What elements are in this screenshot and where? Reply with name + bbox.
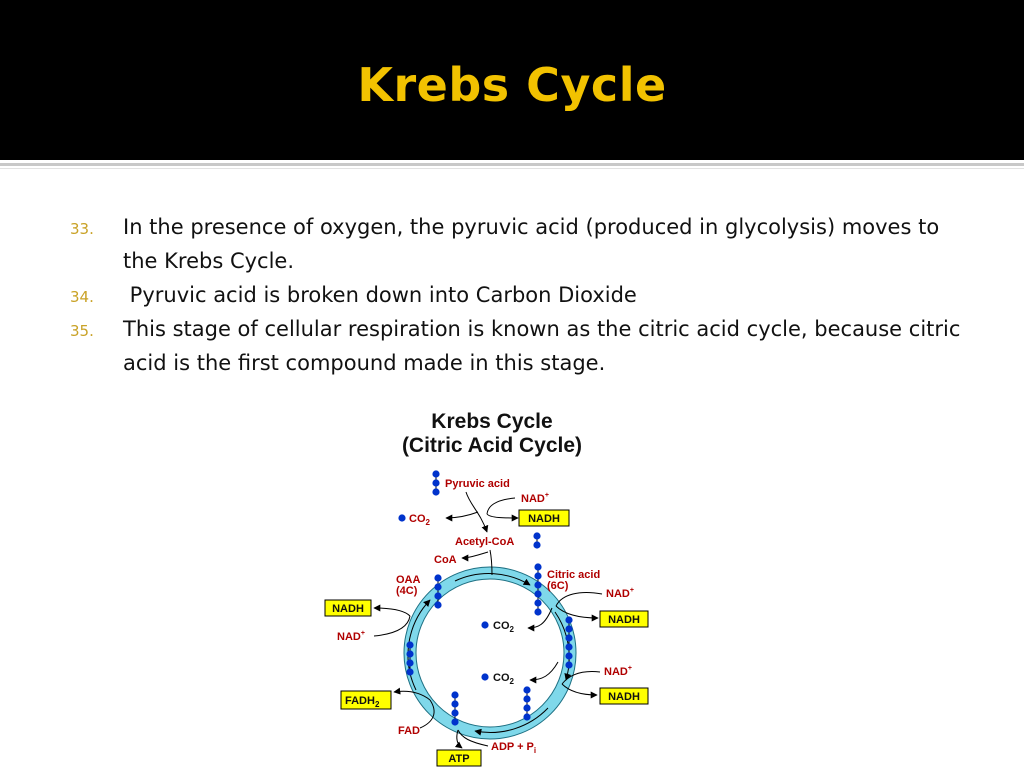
pyruvate-arrow: [465, 491, 489, 533]
fad-label: FAD: [398, 725, 420, 737]
co2-release-arrow: [529, 661, 559, 684]
nadh-box: [599, 687, 649, 705]
fad-input-arrow: [419, 699, 435, 729]
atp-box: [436, 749, 482, 767]
ring-arrow: [454, 573, 531, 586]
citric-acid-label: Citric acid: [547, 569, 600, 581]
co2-release-arrow: [527, 607, 553, 632]
oaa-molecule: [434, 574, 442, 609]
co2-molecule: [481, 673, 489, 681]
nad-label: NAD+: [606, 587, 634, 600]
title-bar: [0, 0, 1024, 160]
pyruvic-acid-label: Pyruvic acid: [445, 478, 510, 490]
oaa-sublabel: (4C): [396, 585, 418, 597]
nadh-box: [518, 509, 570, 527]
c5-molecule: [565, 616, 573, 669]
nad-label: NAD+: [604, 665, 632, 678]
acetyl-entry-arrow: [489, 549, 493, 576]
nad-input-arrow: [555, 592, 603, 607]
bullet-number: 34.: [70, 288, 94, 306]
acetyl-molecule: [533, 532, 541, 549]
adp-pi-label: ADP + Pi: [491, 741, 536, 755]
co2-label: CO2: [409, 513, 431, 527]
fadh2-output-arrow: [393, 687, 431, 701]
bullet-text: In the presence of oxygen, the pyruvic a…: [123, 215, 940, 273]
nadh-output-arrow: [555, 605, 599, 622]
bullet-item: 33. In the presence of oxygen, the pyruv…: [70, 210, 970, 278]
nadh-output-arrow: [486, 513, 519, 522]
c4-molecule: [523, 686, 531, 721]
nad-label: NAD+: [521, 492, 549, 505]
title-divider: [0, 163, 1024, 166]
co2-label: CO2: [493, 620, 515, 634]
oaa-label: OAA: [396, 574, 421, 586]
nadh-box: [324, 599, 372, 617]
co2-molecule: [481, 621, 489, 629]
citric-acid-sublabel: (6C): [547, 580, 569, 592]
nad-input-arrow: [486, 497, 516, 515]
nad-input-arrow: [561, 671, 601, 685]
bullet-list: 33. In the presence of oxygen, the pyruv…: [70, 210, 970, 380]
nadh-label: NADH: [528, 513, 560, 525]
nad-input-arrow: [373, 615, 411, 637]
diagram-subtitle: (Citric Acid Cycle): [402, 434, 582, 457]
atp-output-arrow: [454, 729, 463, 749]
ring-arrow: [474, 707, 549, 736]
coa-release-arrow: [461, 551, 489, 562]
atp-label: ATP: [448, 753, 469, 765]
nadh-label: NADH: [608, 614, 640, 626]
diagram-title: Krebs Cycle: [431, 410, 552, 433]
co2-output-arrow: [445, 511, 479, 522]
malate-molecule: [406, 641, 414, 676]
adp-input-arrow: [457, 729, 489, 747]
bullet-text: This stage of cellular respiration is kn…: [123, 317, 961, 375]
slide-title: Krebs Cycle: [357, 58, 667, 112]
coa-label: CoA: [434, 554, 457, 566]
fadh2-box: [340, 690, 392, 710]
c4-molecule: [451, 691, 459, 726]
bullet-text: Pyruvic acid is broken down into Carbon …: [123, 283, 637, 307]
title-divider-thin: [0, 168, 1024, 169]
nad-label: NAD+: [337, 630, 365, 643]
citric-molecule: [534, 563, 542, 616]
acetyl-coa-label: Acetyl-CoA: [455, 536, 514, 548]
bullet-number: 35.: [70, 322, 94, 340]
nadh-output-arrow: [373, 604, 411, 617]
nadh-box: [599, 610, 649, 628]
co2-molecule: [398, 514, 406, 522]
nadh-label: NADH: [608, 691, 640, 703]
nadh-label: NADH: [332, 603, 364, 615]
bullet-item: 34. Pyruvic acid is broken down into Car…: [70, 278, 970, 312]
pyruvic-molecule: [432, 470, 440, 496]
fadh2-label: FADH2: [345, 695, 380, 709]
nadh-output-arrow: [561, 683, 598, 699]
bullet-number: 33.: [70, 220, 94, 238]
bullet-item: 35. This stage of cellular respiration i…: [70, 312, 970, 380]
co2-label: CO2: [493, 672, 515, 686]
